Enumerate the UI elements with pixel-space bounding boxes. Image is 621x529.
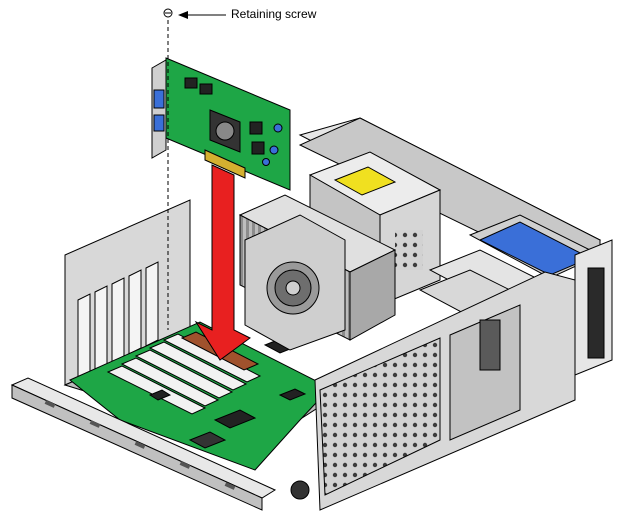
expansion-slot-covers <box>77 261 159 379</box>
graphics-card <box>151 57 291 191</box>
cpu-heatsink <box>238 194 397 351</box>
card-bracket <box>151 59 167 159</box>
retaining-screw <box>163 8 173 330</box>
insertion-arrow <box>194 164 251 361</box>
removed-slot-cover <box>10 377 277 511</box>
speaker-icon <box>290 480 310 500</box>
callout-arrow <box>178 11 226 19</box>
card-edge-connector <box>204 149 246 179</box>
power-supply-label <box>333 166 397 196</box>
chip <box>213 409 257 429</box>
chassis-front-panel <box>290 271 576 511</box>
gpu-fan-icon <box>215 121 235 141</box>
retaining-screw-label: Retaining screw <box>231 7 317 21</box>
pci-slots <box>106 333 262 415</box>
